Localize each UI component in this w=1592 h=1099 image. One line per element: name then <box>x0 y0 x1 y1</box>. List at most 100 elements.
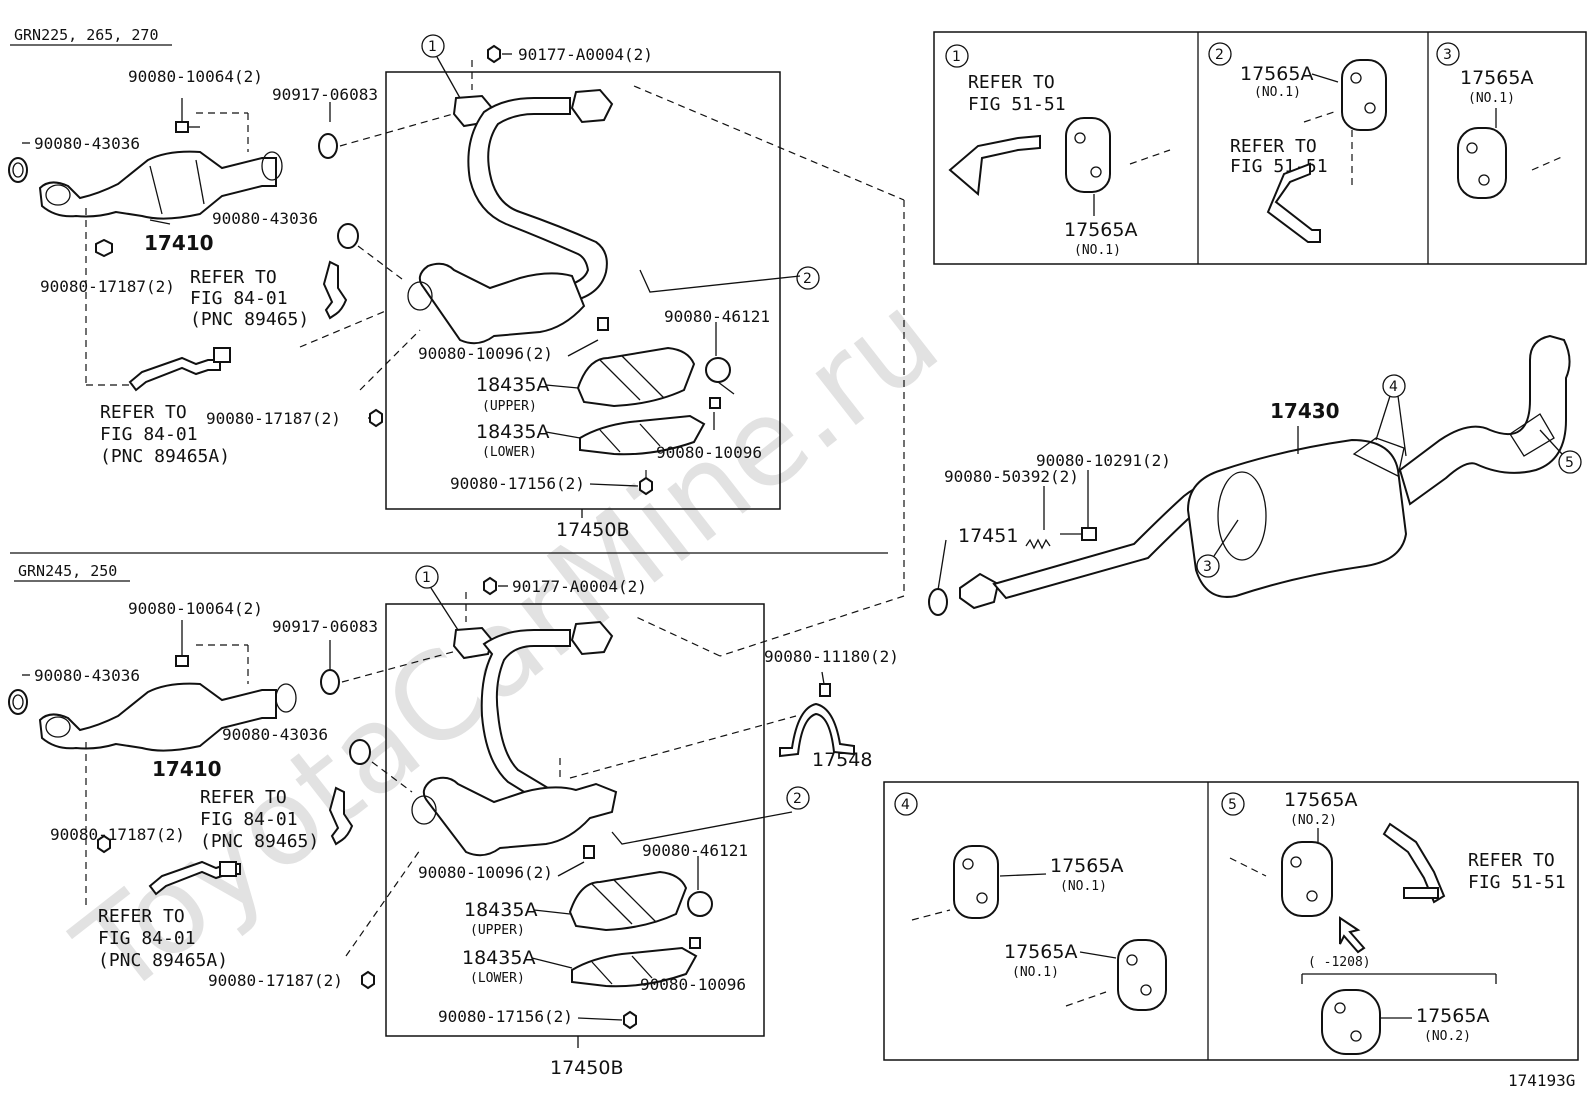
hanger-rod-icon <box>1382 822 1446 904</box>
part-label: 90080-17187(2) <box>206 409 341 428</box>
nut-icon <box>361 970 375 990</box>
part-label: 90080-17187(2) <box>50 825 185 844</box>
part-label: (NO.1) <box>1468 91 1515 106</box>
callout-3: 3 <box>1196 554 1220 578</box>
part-number: 17548 <box>812 749 872 771</box>
rubber-hanger-icon <box>953 845 999 919</box>
svg-text:2: 2 <box>793 791 802 807</box>
refer-label: REFER TO <box>190 267 277 288</box>
callout-2: 2 <box>786 786 810 810</box>
part-label: 90917-06083 <box>272 617 378 636</box>
front-exhaust-pipe-icon <box>407 88 801 345</box>
svg-text:5: 5 <box>1565 455 1574 471</box>
part-label: 90080-46121 <box>664 307 770 326</box>
hanger-rod-icon <box>948 134 1041 196</box>
svg-text:3: 3 <box>1443 47 1452 63</box>
gasket-icon <box>318 133 338 159</box>
assembly-box-top <box>385 71 781 510</box>
svg-text:4: 4 <box>901 797 910 813</box>
svg-text:3: 3 <box>1203 559 1212 575</box>
refer-label: (PNC 89465) <box>190 309 309 330</box>
part-label: (LOWER) <box>482 445 537 460</box>
callout-5: 5 <box>1221 792 1245 816</box>
refer-label: FIG 51-51 <box>1230 156 1328 177</box>
callout-1: 1 <box>945 44 969 68</box>
clamp-icon <box>705 357 735 395</box>
gasket-icon <box>349 739 371 765</box>
rear-exhaust-section: 3 4 5 90080-10291(2) 90080-50392(2) 1745… <box>928 334 1582 616</box>
section-header-bottom: GRN245, 250 <box>18 562 117 580</box>
part-label: 90080-17187(2) <box>40 277 175 296</box>
part-label: (LOWER) <box>470 971 525 986</box>
refer-label: REFER TO <box>98 906 185 927</box>
callout-3: 3 <box>1436 42 1460 66</box>
part-label: 90080-17156(2) <box>438 1007 573 1026</box>
callout-1: 1 <box>415 565 439 589</box>
detail-panel-top: 1 REFER TO FIG 51-51 17565A (NO.1) 2 175… <box>933 31 1587 265</box>
refer-label: REFER TO <box>1468 850 1555 871</box>
part-number: 17565A <box>1284 789 1357 811</box>
section-top: GRN225, 265, 270 <box>8 26 820 541</box>
tail-pipe-muffler-icon <box>959 334 1571 610</box>
part-label: 90177-A0004(2) <box>512 577 647 596</box>
bolt-icon <box>175 121 200 133</box>
part-label: 90080-10064(2) <box>128 67 263 86</box>
part-number: 17565A <box>1064 219 1137 241</box>
refer-label: REFER TO <box>968 72 1055 93</box>
rubber-hanger-icon <box>1117 939 1167 1011</box>
bolt-icon <box>1060 527 1097 541</box>
gasket-icon <box>8 689 28 715</box>
part-label: (UPPER) <box>470 923 525 938</box>
part-label: 90080-17156(2) <box>450 474 585 493</box>
refer-label: FIG 51-51 <box>968 94 1066 115</box>
nut-icon <box>95 238 113 258</box>
figure-code: 174193G <box>1508 1071 1575 1090</box>
oxygen-sensor-icon <box>148 860 241 896</box>
refer-label: REFER TO <box>1230 136 1317 157</box>
part-label: (UPPER) <box>482 399 537 414</box>
part-label: 90080-10096 <box>640 975 746 994</box>
spring-icon <box>1025 538 1051 550</box>
catalytic-converter-icon <box>38 682 297 752</box>
part-label: (NO.2) <box>1424 1029 1471 1044</box>
clamp-icon <box>687 891 713 917</box>
refer-label: FIG 84-01 <box>200 809 298 830</box>
part-label: 90080-10096(2) <box>418 863 553 882</box>
section-bottom: GRN245, 250 <box>8 562 899 1079</box>
catalytic-converter-icon <box>38 150 283 220</box>
refer-label: FIG 84-01 <box>100 424 198 445</box>
svg-text:2: 2 <box>803 271 812 287</box>
rubber-hanger-icon <box>1457 127 1507 199</box>
nut-icon <box>487 44 501 64</box>
svg-text:2: 2 <box>1215 47 1224 63</box>
part-number: 17430 <box>1270 399 1340 423</box>
part-number: 18435A <box>462 947 535 969</box>
bolt-icon <box>597 317 609 331</box>
part-number: 17450B <box>550 1057 623 1079</box>
rubber-hanger-icon <box>1281 841 1333 917</box>
part-label: 90080-10096 <box>656 443 762 462</box>
part-number: 17565A <box>1050 855 1123 877</box>
part-number: 17565A <box>1240 63 1313 85</box>
part-label: 90080-43036 <box>34 666 140 685</box>
oxygen-sensor-icon <box>128 347 231 392</box>
rubber-hanger-icon <box>1065 117 1111 193</box>
bolt-icon <box>709 397 721 409</box>
part-number: 17410 <box>152 757 222 781</box>
part-label: 90080-10096(2) <box>418 344 553 363</box>
refer-label: REFER TO <box>200 787 287 808</box>
refer-label: REFER TO <box>100 402 187 423</box>
gasket-icon <box>928 588 948 616</box>
hanger-rod-icon <box>1266 162 1321 243</box>
callout-2: 2 <box>796 266 820 290</box>
heat-shield-lower-icon <box>571 946 698 988</box>
nut-icon <box>639 476 653 496</box>
callout-1: 1 <box>421 34 445 58</box>
part-label: 90080-10291(2) <box>1036 451 1171 470</box>
refer-label: FIG 84-01 <box>98 928 196 949</box>
nut-icon <box>97 834 111 854</box>
part-label: (NO.2) <box>1290 813 1337 828</box>
part-number: 17450B <box>556 519 629 541</box>
bracket-icon <box>779 683 855 758</box>
callout-2: 2 <box>1208 42 1232 66</box>
